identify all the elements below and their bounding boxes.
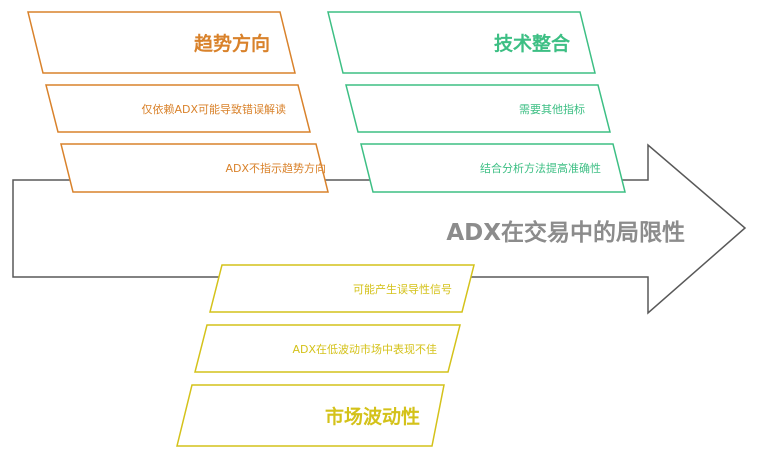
trend-item-box-1 xyxy=(45,84,311,133)
market-heading: 市场波动性 xyxy=(324,406,420,428)
main-title: ADX在交易中的局限性 xyxy=(446,220,685,246)
tech-heading: 技术整合 xyxy=(493,33,570,55)
tech-item-box-1 xyxy=(345,84,611,133)
trend-item-2: ADX不指示趋势方向 xyxy=(225,162,326,175)
trend-heading: 趋势方向 xyxy=(193,33,270,55)
tech-item-2: 结合分析方法提高准确性 xyxy=(480,162,601,175)
market-item-1: 可能产生误导性信号 xyxy=(353,282,452,296)
tech-item-box-2 xyxy=(360,143,626,193)
trend-item-1: 仅依赖ADX可能导致错误解读 xyxy=(141,102,286,116)
market-item-box-2 xyxy=(194,324,461,373)
trend-heading-box xyxy=(27,11,296,74)
market-heading-box xyxy=(176,384,445,447)
market-item-2: ADX在低波动市场中表现不佳 xyxy=(292,342,437,356)
tech-heading-box xyxy=(327,11,596,74)
trend-item-box-2 xyxy=(60,143,329,193)
market-item-box-1 xyxy=(209,264,475,313)
tech-item-1: 需要其他指标 xyxy=(519,102,585,116)
